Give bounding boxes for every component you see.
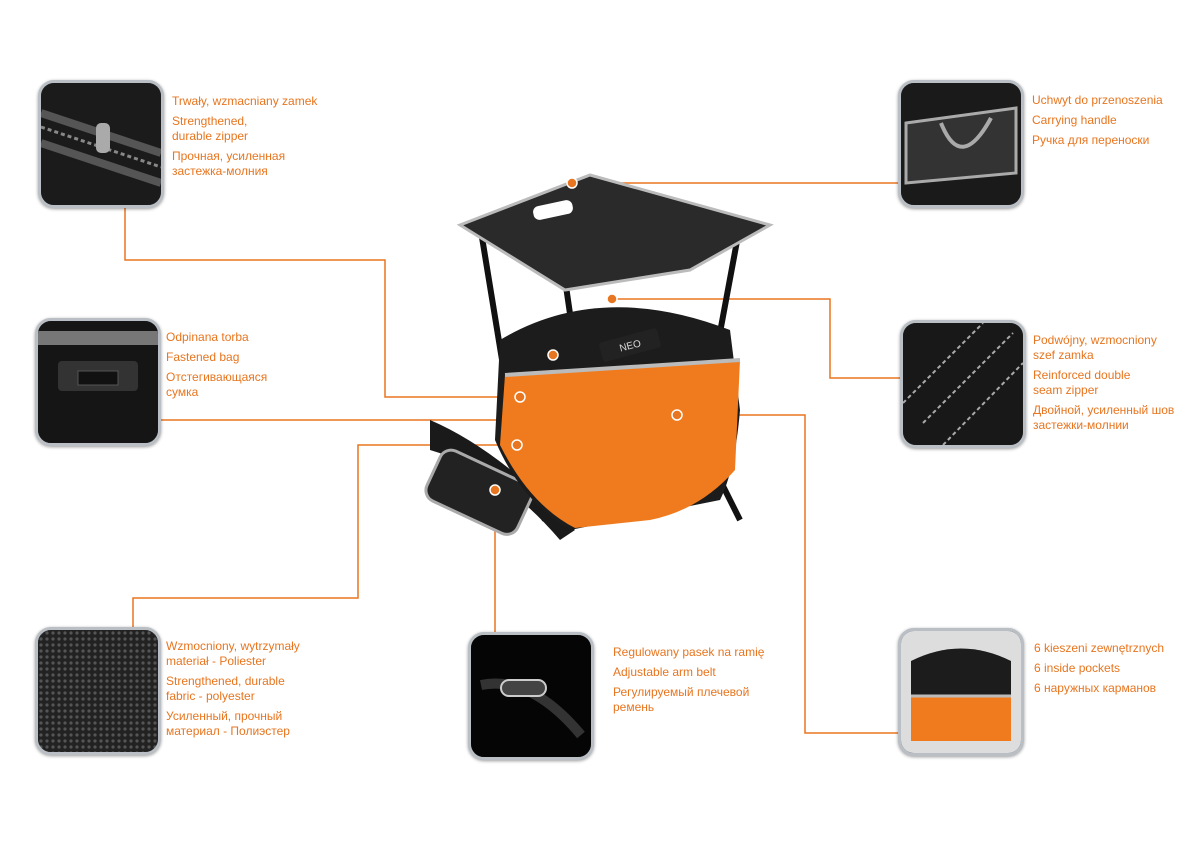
- marker-handle: [566, 177, 578, 189]
- product-stool-bag-image: NEO: [424, 173, 774, 540]
- caption-ru: Отстегивающаяся сумка: [166, 370, 268, 399]
- caption-en: Strengthened, durable fabric - polyester: [166, 674, 285, 703]
- carrying-handle-photo: [898, 80, 1024, 208]
- marker-zipper: [514, 391, 526, 403]
- caption-en: Fastened bag: [166, 350, 240, 364]
- double-seam-photo: [900, 320, 1026, 448]
- caption-ru: Прочная, усиленная застежка-молния: [172, 149, 286, 178]
- zipper-photo: [38, 80, 164, 208]
- marker-arm-belt: [489, 484, 501, 496]
- caption-double-seam: Podwójny, wzmocniony szef zamka Reinforc…: [1033, 333, 1174, 438]
- leader-line-fabric: [132, 444, 517, 627]
- caption-ru: Усиленный, прочный материал - Полиэстер: [166, 709, 290, 738]
- caption-pl: 6 kieszeni zewnętrznych: [1034, 641, 1165, 655]
- caption-pl: Uchwyt do przenoszenia: [1032, 93, 1163, 107]
- caption-pl: Regulowany pasek na ramię: [613, 645, 765, 659]
- pockets-photo: [898, 628, 1024, 756]
- caption-ru: Двойной, усиленный шов застежки-молнии: [1033, 403, 1175, 432]
- marker-fabric: [511, 439, 523, 451]
- leader-line-zipper: [124, 206, 520, 398]
- arm-belt-photo: [468, 632, 594, 760]
- caption-pockets: 6 kieszeni zewnętrznych 6 inside pockets…: [1034, 641, 1164, 701]
- caption-zipper: Trwały, wzmacniany zamek Strengthened, d…: [172, 94, 317, 184]
- leader-line-seam: [612, 298, 900, 379]
- fabric-photo: [35, 627, 161, 755]
- caption-carrying-handle: Uchwyt do przenoszenia Carrying handle Р…: [1032, 93, 1163, 153]
- caption-fabric: Wzmocniony, wytrzymały materiał - Polies…: [166, 639, 300, 744]
- caption-en: Reinforced double seam zipper: [1033, 368, 1131, 397]
- caption-ru: 6 наружных карманов: [1034, 681, 1157, 695]
- brand-logo: NEO: [618, 338, 642, 354]
- marker-fastened-bag: [547, 349, 559, 361]
- marker-seam: [606, 293, 618, 305]
- marker-pockets: [671, 409, 683, 421]
- caption-en: Carrying handle: [1032, 113, 1117, 127]
- caption-arm-belt: Regulowany pasek na ramię Adjustable arm…: [613, 645, 764, 720]
- fastened-bag-photo: [35, 318, 161, 446]
- caption-fastened-bag: Odpinana torba Fastened bag Отстегивающа…: [166, 330, 267, 405]
- caption-en: 6 inside pockets: [1034, 661, 1121, 675]
- caption-pl: Wzmocniony, wytrzymały materiał - Polies…: [166, 639, 300, 668]
- caption-pl: Odpinana torba: [166, 330, 249, 344]
- caption-ru: Ручка для переноски: [1032, 133, 1150, 147]
- caption-en: Strengthened, durable zipper: [172, 114, 249, 143]
- caption-pl: Podwójny, wzmocniony szef zamka: [1033, 333, 1157, 362]
- caption-ru: Регулируемый плечевой ремень: [613, 685, 750, 714]
- caption-en: Adjustable arm belt: [613, 665, 716, 679]
- caption-pl: Trwały, wzmacniany zamek: [172, 94, 318, 108]
- leader-line-pockets: [677, 414, 898, 734]
